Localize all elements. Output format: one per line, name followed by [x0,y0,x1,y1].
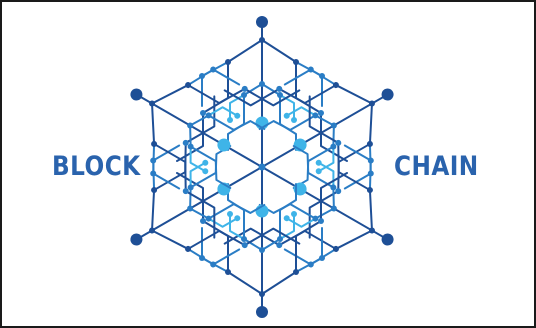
chain-word: CHAIN [394,153,479,180]
hexagon-arm [177,16,347,167]
block-word: BLOCK [52,153,141,180]
